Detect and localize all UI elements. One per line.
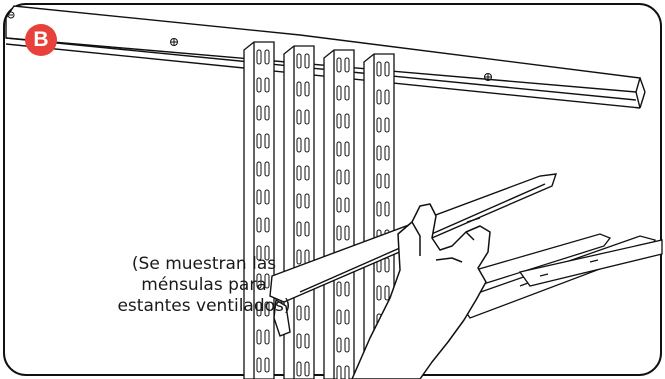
caption: (Se muestran las ménsulas para estantes … — [117, 254, 290, 317]
caption-line: estantes ventilados) — [117, 296, 291, 316]
hand-icon — [351, 203, 491, 379]
standard-upright-icon — [243, 41, 395, 379]
caption-line: (Se muestran las — [131, 254, 277, 274]
step-badge: B — [25, 24, 57, 56]
shelf-bracket-icon — [446, 233, 663, 319]
screw-icon — [7, 11, 492, 81]
hanging-rail-icon — [5, 5, 646, 109]
caption-line: ménsulas para — [141, 275, 267, 295]
